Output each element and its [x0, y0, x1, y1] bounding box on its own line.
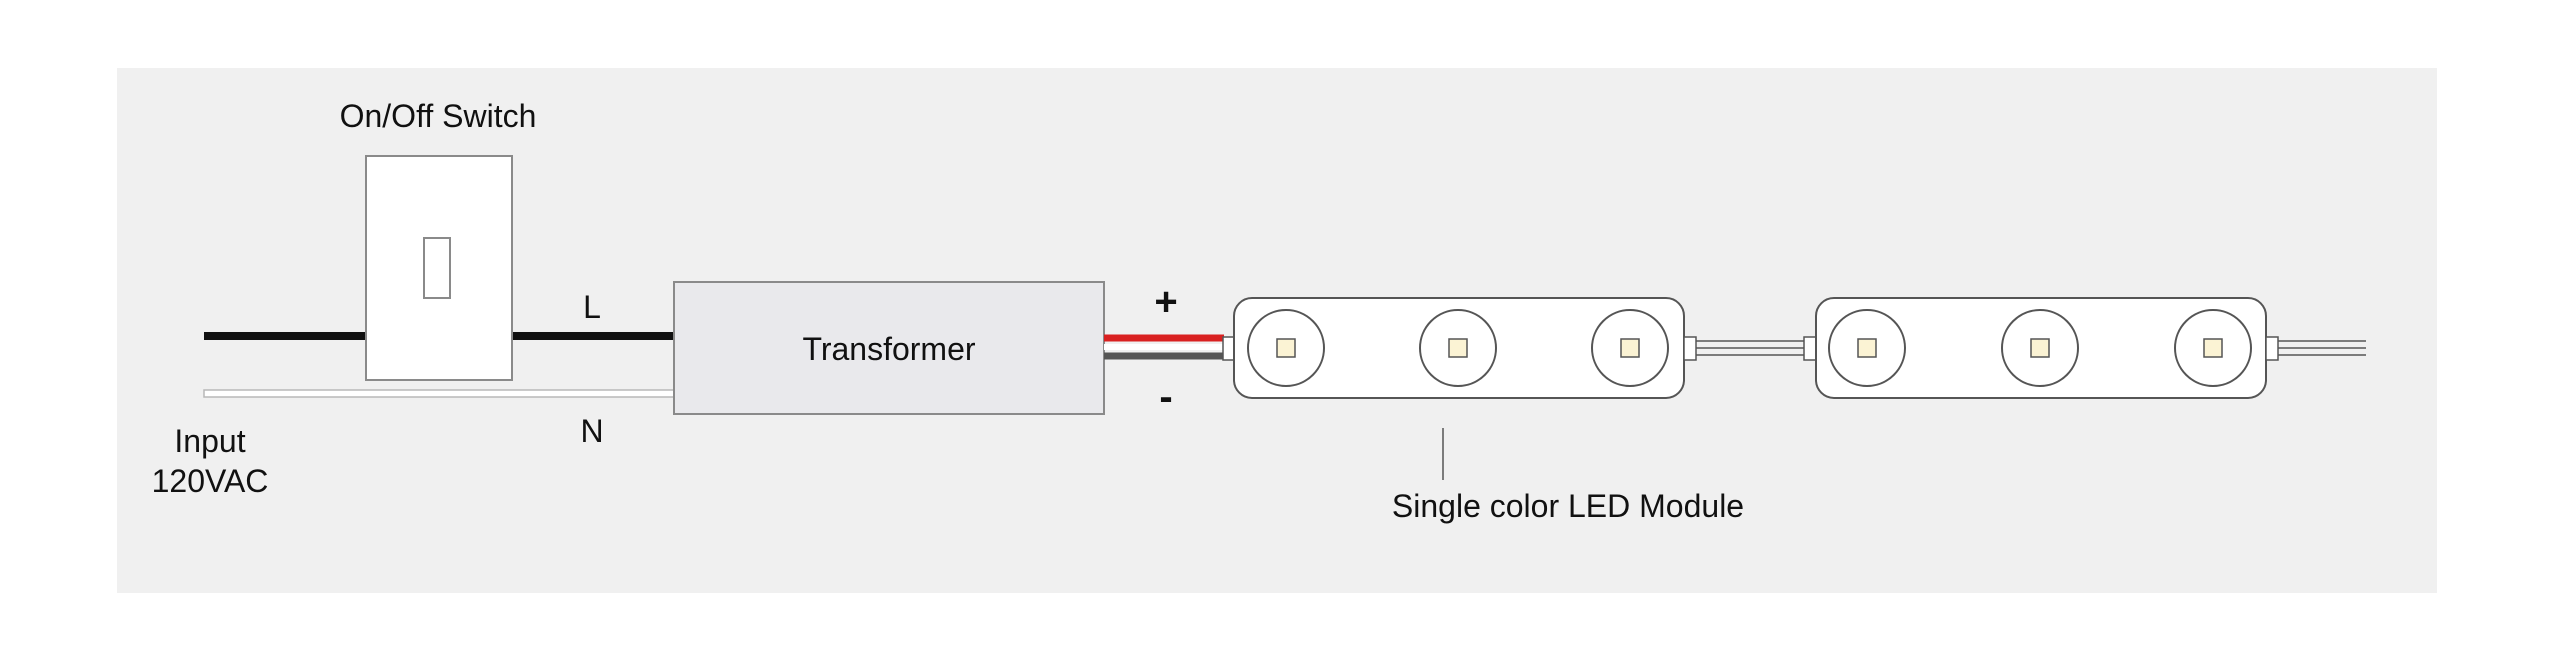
module-label: Single color LED Module [1392, 488, 1744, 524]
minus-label: - [1159, 375, 1172, 419]
line-label: L [583, 289, 601, 325]
connector-module-1-right [1683, 336, 1697, 361]
led-3-chip [1620, 338, 1640, 358]
led-module-2-leds [1828, 309, 2252, 387]
led-4-chip [1857, 338, 1877, 358]
transformer-label: Transformer [802, 331, 975, 367]
led-2-chip [1448, 338, 1468, 358]
connector-module-2-left [1803, 336, 1817, 361]
switch-label: On/Off Switch [340, 98, 537, 134]
led-module-1-leds [1247, 309, 1669, 387]
plus-label: + [1154, 280, 1177, 324]
neutral-wire [203, 389, 675, 398]
connector-module-2-right [2265, 336, 2279, 361]
input-label-line1: Input [174, 423, 245, 459]
switch-toggle [423, 237, 451, 299]
transformer-box [673, 281, 1105, 415]
led-6-chip [2203, 338, 2223, 358]
neutral-label: N [580, 413, 603, 449]
led-5-chip [2030, 338, 2050, 358]
input-label-line2: 120VAC [152, 463, 269, 499]
led-1-chip [1276, 338, 1296, 358]
